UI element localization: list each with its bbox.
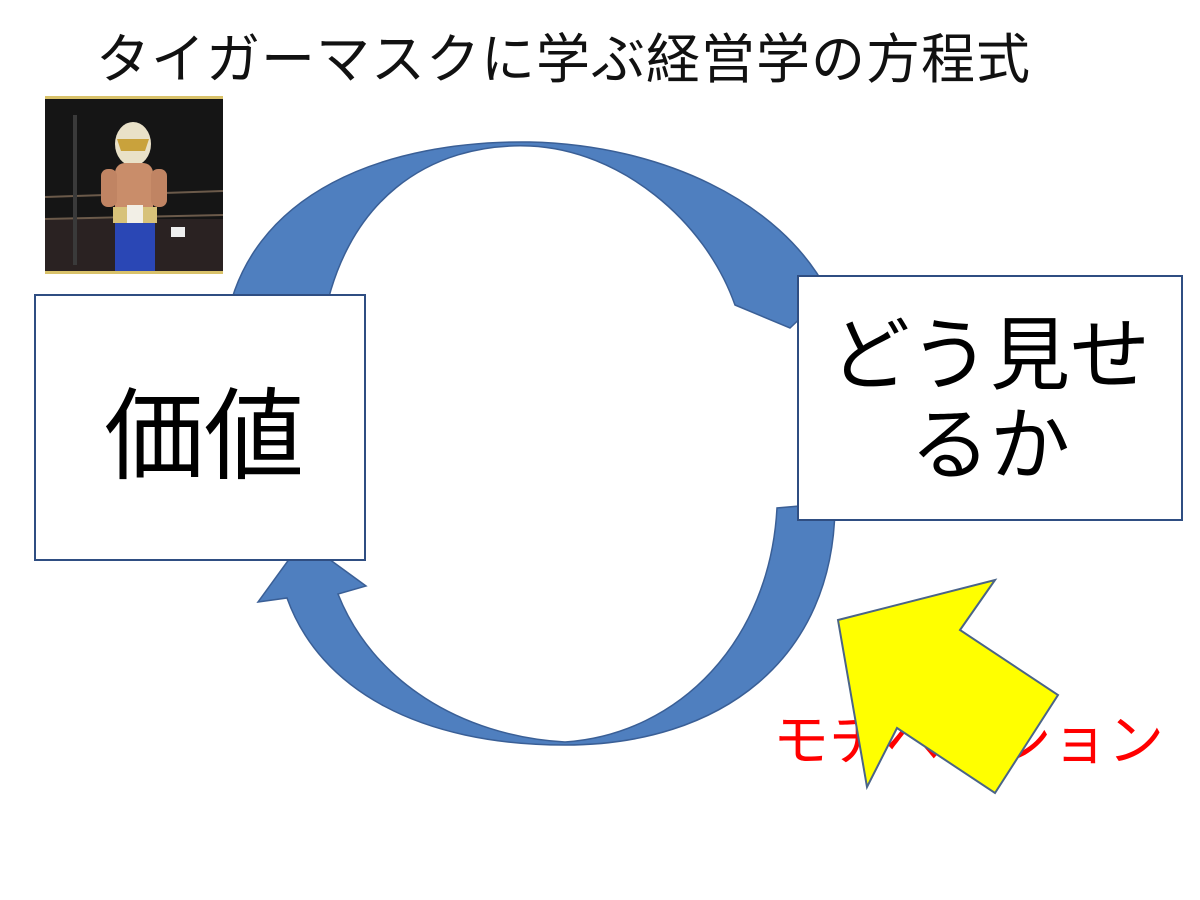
presentation-box: どう見せ るか: [797, 275, 1183, 521]
arrow-up-right-icon: [836, 578, 1060, 795]
wrestler-photo: [45, 96, 223, 274]
presentation-label-line1: どう見せ: [830, 309, 1150, 402]
value-label: 価値: [104, 378, 304, 495]
presentation-label: どう見せ るか: [830, 311, 1150, 491]
value-box: 価値: [34, 294, 366, 561]
presentation-label-line2: るか: [910, 399, 1070, 492]
slide-title: タイガーマスクに学ぶ経営学の方程式: [96, 28, 1031, 91]
curved-arrow-left-icon: [256, 502, 836, 746]
